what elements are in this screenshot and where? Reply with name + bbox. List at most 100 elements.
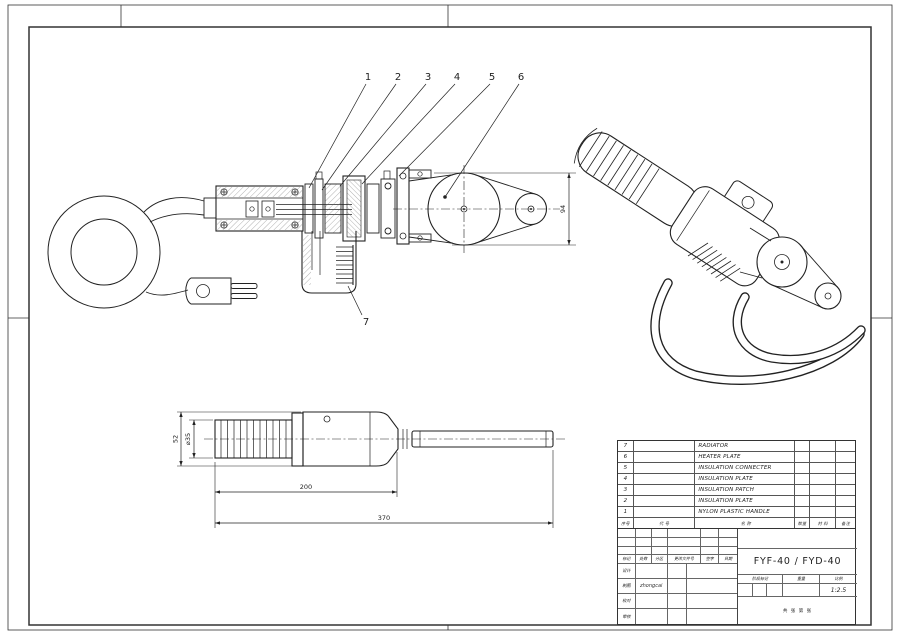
cell [636, 564, 668, 579]
revision-file-label: 更改文件号 [668, 555, 702, 564]
revision-header-row: 标记处数分区更改文件号签字日期 [618, 555, 737, 565]
part-remark [836, 452, 855, 462]
grip-and-radiator [301, 231, 357, 294]
part-material [810, 463, 837, 473]
header-name: 名 称 [695, 518, 795, 529]
part-remark [836, 463, 855, 473]
part-remark [836, 507, 855, 517]
dimension-lines: 200 370 ⌀35 52 [172, 411, 554, 528]
revision-row [618, 546, 737, 556]
dim-label-overall-length: 370 [378, 514, 390, 522]
part-qty [795, 496, 811, 506]
revision-mark-label: 标记 [618, 555, 636, 564]
header-material: 材 料 [810, 518, 837, 529]
part-material [810, 441, 837, 451]
part-qty [795, 452, 811, 462]
model-number: FYF-40 / FYD-40 [738, 549, 857, 575]
part-no: 7 [618, 441, 634, 451]
header-qty: 数量 [795, 518, 811, 529]
mains-plug [185, 277, 258, 305]
table-row: 2 INSULATION PLATE [618, 496, 855, 507]
part-qty [795, 507, 811, 517]
part-code [634, 452, 696, 462]
part-code [634, 496, 696, 506]
stage-weight-scale-values: 1:2.5 [738, 584, 857, 597]
part-qty [795, 463, 811, 473]
part-name: INSULATION PLATE [695, 496, 795, 506]
header-code: 代 号 [634, 518, 696, 529]
stage-box [767, 584, 782, 596]
weight-value [783, 584, 820, 596]
part-code [634, 507, 696, 517]
part-no: 1 [618, 507, 634, 517]
table-header-row: 序号代 号名 称数量材 料备注 [618, 518, 855, 529]
cell [668, 564, 688, 579]
cell [668, 609, 688, 625]
weight-label: 重量 [783, 575, 820, 583]
power-cord-coil [47, 195, 205, 309]
radiator-fins [336, 245, 354, 285]
stage-boxes [738, 584, 783, 596]
side-view: 200 370 ⌀35 52 [172, 411, 566, 528]
role-row-check: 校对 [618, 594, 737, 610]
table-row: 6 HEATER PLATE [618, 452, 855, 463]
cell [719, 538, 737, 546]
part-remark [836, 496, 855, 506]
callout-4: 4 [454, 72, 460, 83]
cell [636, 529, 652, 537]
cell [668, 546, 702, 555]
part-material [810, 474, 837, 484]
part-name: RADIATOR [695, 441, 795, 451]
dim-label-heater-length: 200 [300, 483, 312, 491]
part-remark [836, 441, 855, 451]
cell [701, 546, 720, 555]
part-code [634, 441, 696, 451]
part-material [810, 507, 837, 517]
cell [668, 537, 702, 546]
revision-row [618, 529, 737, 538]
part-material [810, 452, 837, 462]
part-name: HEATER PLATE [695, 452, 795, 462]
cell [668, 579, 688, 594]
sheet-count: 共 张 第 张 [782, 608, 813, 614]
dimension-head-height: 94 [434, 172, 576, 246]
audit-label: 审核 [618, 609, 636, 625]
table-row: 3 INSULATION PATCH [618, 485, 855, 496]
part-qty [795, 474, 811, 484]
section-view: 94 1 2 3 4 5 6 7 [47, 72, 576, 328]
cell [668, 529, 702, 537]
cell [636, 609, 668, 625]
draft-signature: zhongcai [636, 579, 668, 594]
bolt-head [383, 170, 391, 180]
part-name: INSULATION PATCH [695, 485, 795, 495]
header-no: 序号 [618, 518, 634, 529]
head-small-boss [514, 192, 548, 226]
welding-head [393, 165, 560, 253]
part-no: 6 [618, 452, 634, 462]
dim-label-head-height: 94 [559, 205, 567, 213]
cell [668, 594, 688, 609]
cell [687, 579, 737, 593]
callout-1: 1 [365, 72, 371, 83]
stage-box [738, 584, 753, 596]
cell [701, 537, 720, 546]
callout-5: 5 [489, 72, 495, 83]
cell [618, 529, 636, 537]
part-qty [795, 441, 811, 451]
iso-handle-tubes [650, 278, 866, 385]
part-code [634, 485, 696, 495]
cell [687, 594, 737, 608]
isometric-view [573, 127, 866, 385]
role-row-audit: 审核 [618, 609, 737, 625]
iso-head [739, 227, 842, 310]
part-no: 5 [618, 463, 634, 473]
part-remark [836, 474, 855, 484]
part-no: 3 [618, 485, 634, 495]
part-no: 2 [618, 496, 634, 506]
check-label: 校对 [618, 594, 636, 609]
dim-label-body-diameter: 52 [172, 435, 180, 443]
iso-radiator-fins [687, 242, 741, 282]
housing-screws [220, 188, 299, 229]
